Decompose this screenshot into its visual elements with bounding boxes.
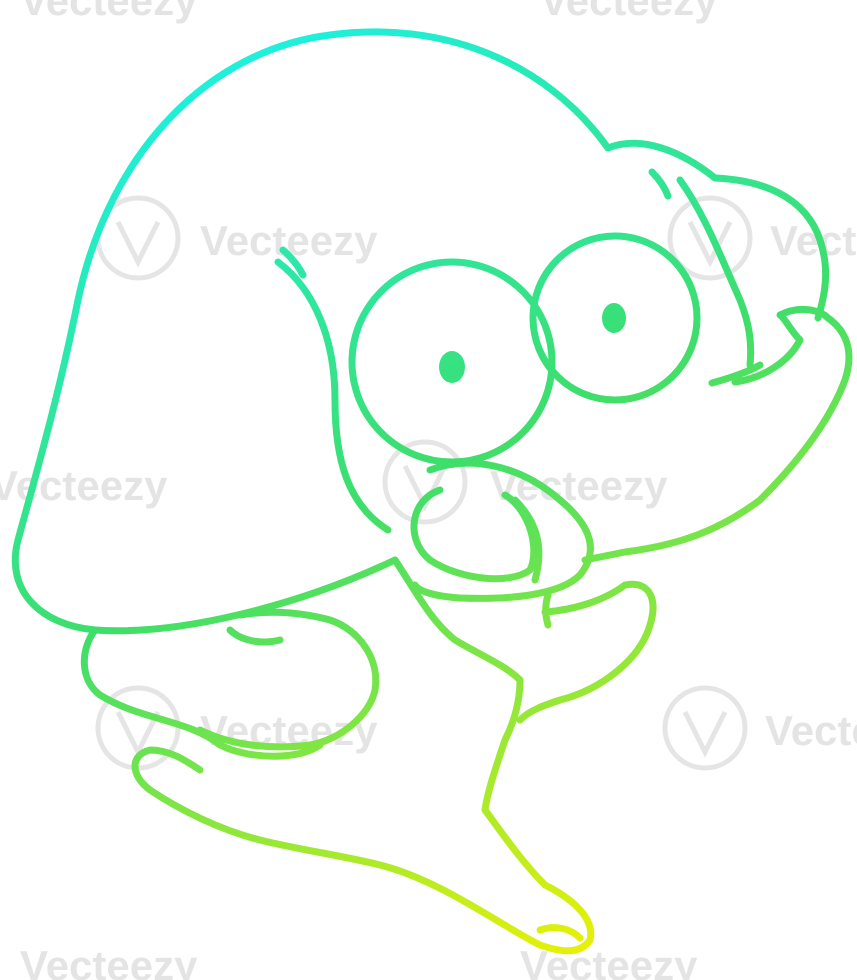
watermark-logo-icon [662, 685, 748, 771]
watermark-text: Vecteezy [20, 0, 198, 24]
inner-ear-mark [279, 246, 307, 279]
body-outline [131, 556, 595, 955]
mouth-outline [411, 459, 594, 602]
inner-ear-line [274, 258, 392, 534]
head-top-outline [604, 139, 830, 322]
watermark-logo-icon [382, 439, 468, 525]
trunk-outline [581, 305, 853, 564]
watermark-text: Vecteezy [765, 707, 857, 754]
left-pupil [439, 351, 465, 383]
back-leg-outline [80, 626, 324, 760]
watermark-text: Vecteezy [540, 0, 718, 24]
right-eye [529, 232, 701, 404]
watermark-text: Vecteezy [20, 942, 198, 980]
watermark-logo-icon [667, 195, 753, 281]
forehead-mark [648, 168, 672, 200]
trunk-tip-line [708, 361, 764, 387]
right-pupil [602, 303, 626, 333]
tongue-line [511, 496, 543, 584]
elephant-line-art [11, 28, 853, 955]
brow-line [676, 176, 755, 369]
back-leg-inner [196, 608, 380, 751]
mouth-inner [410, 486, 538, 583]
back-leg-fold [226, 626, 284, 646]
ear-outline [11, 28, 612, 635]
front-leg-outline [516, 580, 657, 724]
front-leg-inner [542, 591, 552, 629]
foot-outline [536, 924, 584, 942]
